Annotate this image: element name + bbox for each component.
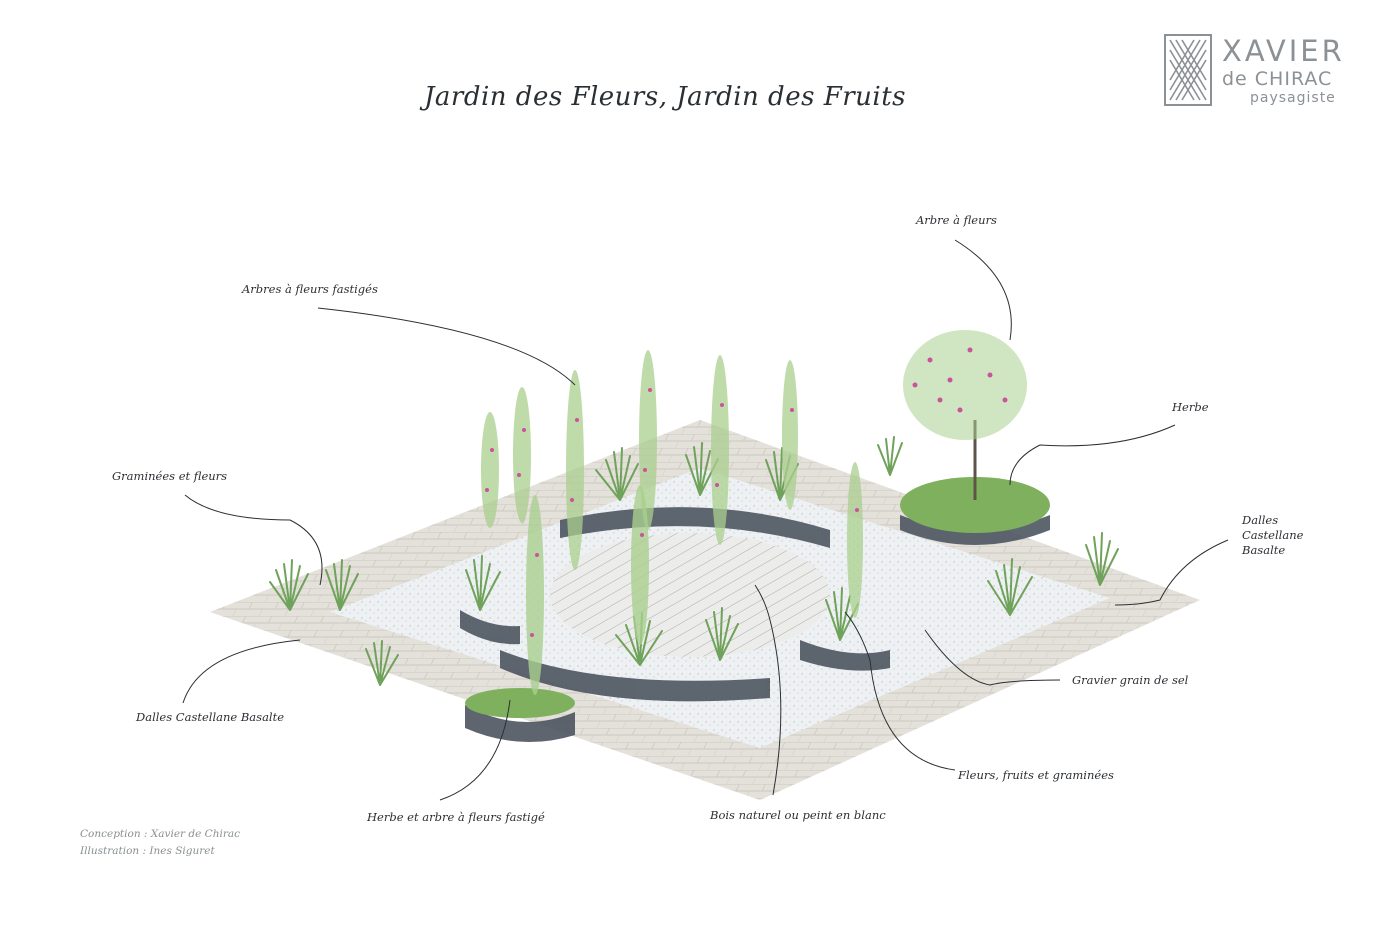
credit-illustration: Illustration : Ines Siguret [80, 845, 215, 857]
label-herbe-et-arbre: Herbe et arbre à fleurs fastigé [367, 810, 545, 824]
label-arbres-fastiges: Arbres à fleurs fastigés [242, 282, 378, 296]
brand-monogram-icon [1164, 34, 1212, 106]
label-bois-naturel: Bois naturel ou peint en blanc [710, 808, 886, 822]
page-title: Jardin des Fleurs, Jardin des Fruits [423, 82, 907, 112]
brand-logo: XAVIER de CHIRAC paysagiste [1164, 34, 1376, 110]
central-deck [550, 533, 830, 657]
brand-name-line1: XAVIER [1222, 34, 1345, 68]
leader-lines [182, 239, 1229, 801]
label-fleurs-fruits-graminees: Fleurs, fruits et graminées [958, 768, 1114, 782]
grass-clumps [269, 436, 1119, 686]
label-arbre-a-fleurs: Arbre à fleurs [916, 213, 997, 227]
credit-conception: Conception : Xavier de Chirac [80, 828, 240, 840]
fastigiate-trees [481, 350, 863, 695]
brand-name-line3: paysagiste [1250, 90, 1336, 106]
label-dalles-right: Dalles Castellane Basalte [1242, 513, 1304, 557]
label-gravier: Gravier grain de sel [1072, 673, 1189, 687]
label-dalles-left: Dalles Castellane Basalte [136, 710, 285, 724]
lawn-circles [465, 477, 1050, 718]
credits: Conception : Xavier de Chirac Illustrati… [80, 826, 240, 860]
flowering-tree [903, 330, 1027, 500]
brand-name-line2: de CHIRAC [1222, 68, 1333, 90]
label-graminees-et-fleurs: Graminées et fleurs [112, 469, 228, 483]
label-herbe: Herbe [1172, 400, 1209, 414]
